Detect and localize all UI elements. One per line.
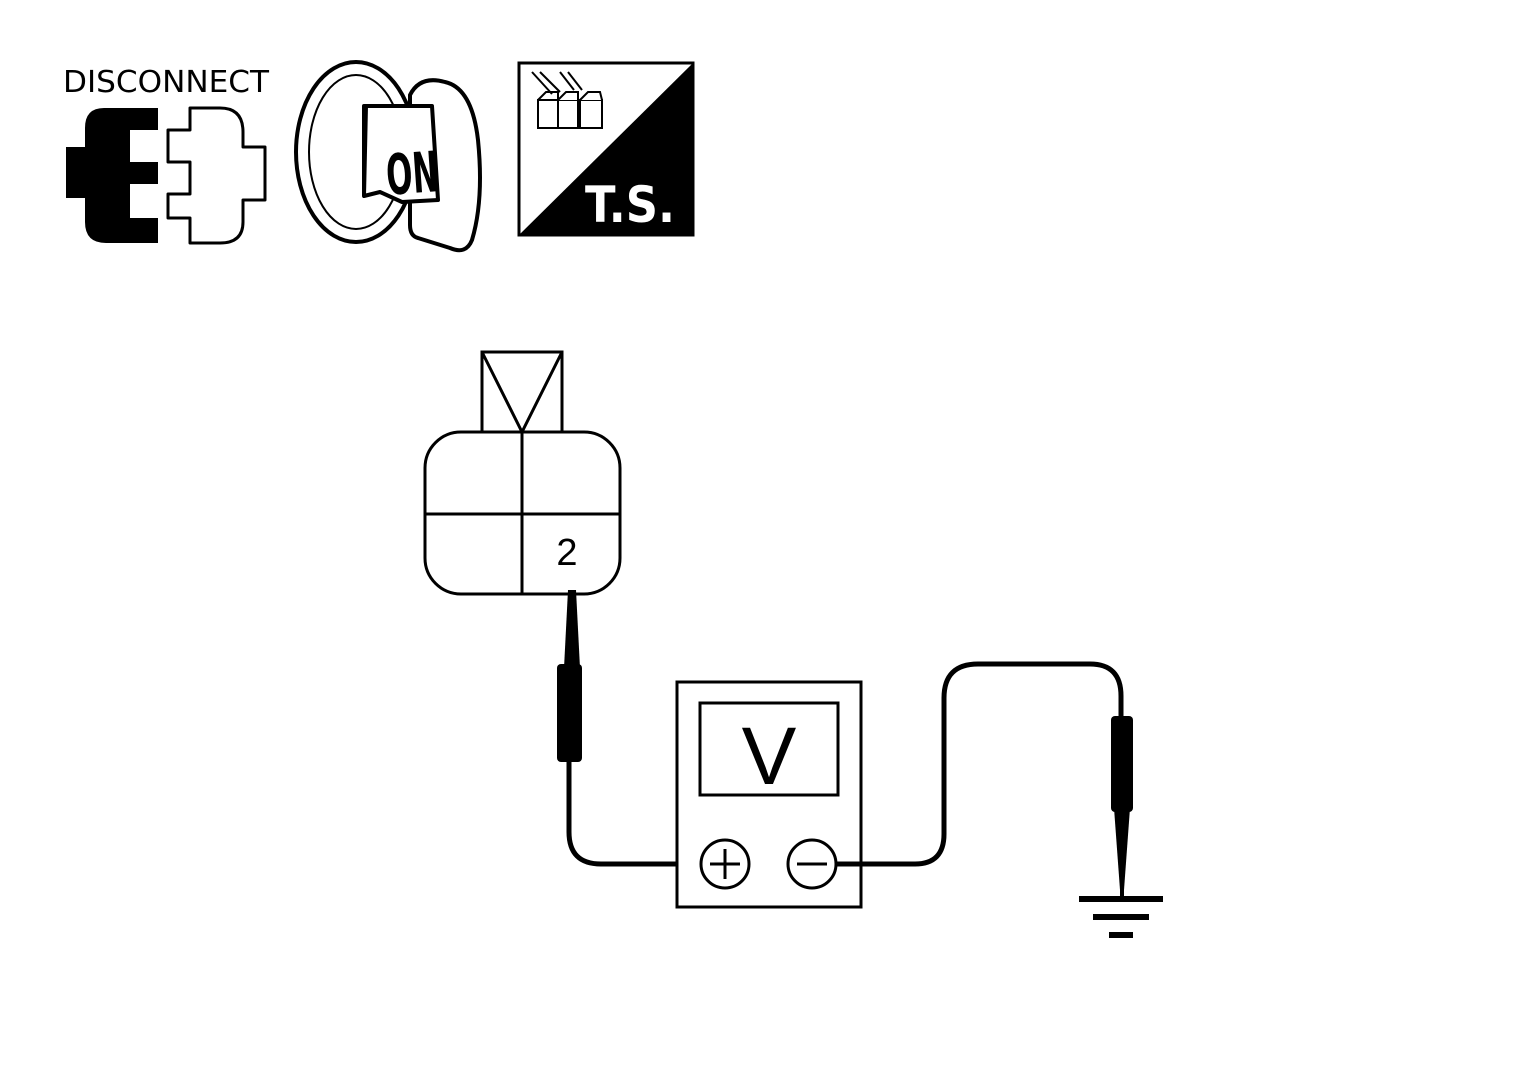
positive-lead-wire (566, 760, 700, 867)
ignition-key-icon: ON (294, 60, 482, 253)
connector-half-black (66, 108, 158, 243)
test-symbol-label: T.S. (585, 176, 675, 234)
positive-probe (557, 590, 700, 867)
test-symbol-icon: T.S. (517, 61, 695, 237)
plus-terminal-icon (699, 838, 751, 890)
negative-probe (836, 661, 1133, 890)
harness-connector: 2 (423, 350, 622, 596)
connector-half-white (166, 106, 267, 245)
negative-lead-wire (836, 661, 1124, 867)
minus-terminal-icon (786, 838, 838, 890)
voltmeter-v-label: V (742, 711, 797, 802)
disconnect-icon: DISCONNECT (63, 65, 270, 245)
disconnect-label: DISCONNECT (63, 65, 270, 100)
connector-blocks-icon (531, 71, 603, 129)
terminal-2-label: 2 (556, 532, 577, 574)
voltmeter-display (698, 701, 840, 797)
voltmeter: V (675, 680, 863, 909)
ignition-on-label: ON (384, 140, 440, 208)
ground-icon (1079, 886, 1163, 938)
